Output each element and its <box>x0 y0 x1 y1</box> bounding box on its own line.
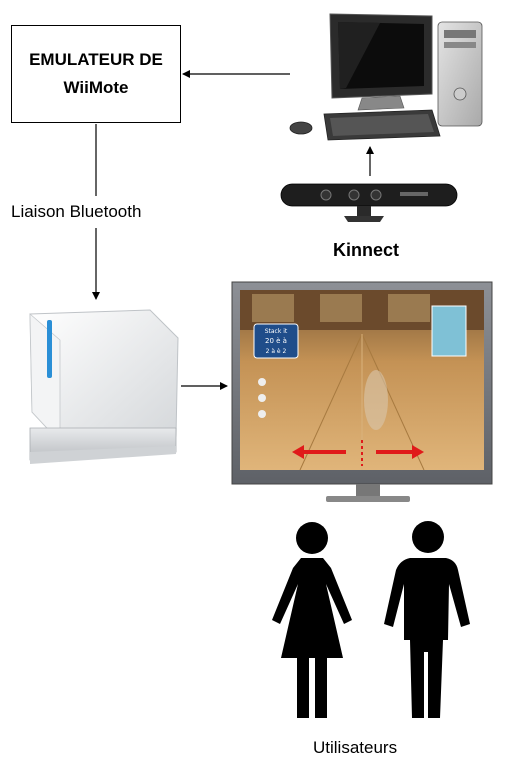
bluetooth-label: Liaison Bluetooth <box>11 202 142 221</box>
emulator-box: EMULATEUR DE WiiMote <box>11 25 181 123</box>
users-label: Utilisateurs <box>313 738 398 757</box>
woman-icon <box>272 522 352 718</box>
emulator-title-line1: EMULATEUR DE <box>29 50 163 69</box>
kinect-illustration <box>280 183 458 222</box>
kinect-label: Kinnect <box>333 240 400 260</box>
computer-illustration <box>289 13 483 141</box>
score-line3: 2 à è 2 <box>266 348 287 355</box>
score-line2: 20 è à <box>265 337 287 345</box>
man-icon <box>384 521 470 718</box>
wii-console-illustration <box>29 309 179 464</box>
tv-illustration: Stack it 20 è à 2 à è 2 <box>231 281 493 502</box>
score-line1: Stack it <box>265 328 288 335</box>
emulator-title-line2: WiiMote <box>63 78 129 97</box>
